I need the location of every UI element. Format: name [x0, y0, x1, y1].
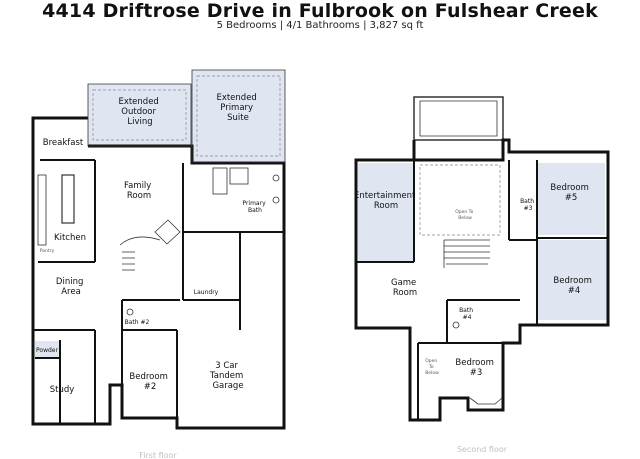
label-kitchen: Kitchen [54, 233, 86, 243]
label-open-to-below-bottom: Open To Below [425, 358, 439, 376]
label-entertainment-room: Entertainment Room [354, 191, 418, 211]
first-floor-stairs [119, 236, 161, 271]
label-bedroom3: Bedroom #3 [455, 358, 496, 378]
first-floor-inner-walls [33, 159, 284, 424]
second-floor-outer-wall [354, 138, 610, 422]
label-study: Study [50, 385, 75, 395]
page-title: 4414 Driftrose Drive in Fulbrook on Fuls… [42, 0, 598, 22]
label-bath4: Bath #4 [459, 307, 475, 321]
label-game-room: Game Room [391, 278, 419, 298]
label-dining-area: Dining Area [56, 277, 86, 297]
toilet [126, 308, 134, 316]
kitchen-counter [37, 174, 47, 246]
shower [229, 167, 249, 185]
label-bedroom5: Bedroom #5 [550, 183, 591, 203]
primary-suite-outline [191, 69, 286, 163]
open-to-below-area [419, 164, 501, 236]
powder-area [35, 341, 60, 359]
outdoor-living-dash [92, 89, 187, 141]
label-bath2: Bath #2 [125, 319, 150, 326]
outdoor-living-outline [87, 83, 192, 147]
fireplace [154, 219, 181, 245]
label-breakfast: Breakfast [43, 138, 84, 148]
label-extended-outdoor-living: Extended Outdoor Living [118, 97, 161, 127]
kitchen-island [61, 174, 75, 224]
label-primary-bath: Primary Bath [242, 200, 267, 214]
sink-2 [272, 196, 280, 204]
label-pantry: Pantry [40, 248, 55, 254]
balcony-inner [419, 100, 498, 137]
label-bedroom4: Bedroom #4 [553, 276, 594, 296]
sink-1 [272, 174, 280, 182]
extended-primary-suite-area [192, 70, 285, 162]
label-family-room: Family Room [124, 181, 154, 201]
entertainment-room-area [358, 163, 413, 261]
label-powder: Powder [36, 347, 58, 354]
second-floor-inner-walls [356, 160, 608, 420]
second-floor-plan: Entertainment Room Open To Below Bath #3… [354, 96, 610, 454]
primary-suite-dash [196, 75, 281, 157]
second-floor-balcony [413, 96, 504, 141]
label-open-to-below-top: Open To Below [455, 209, 475, 221]
first-floor-plan: Extended Outdoor Living Extended Primary… [31, 69, 286, 459]
bath-tub [212, 167, 228, 195]
bedroom3-bay [469, 397, 503, 405]
label-laundry: Laundry [194, 289, 219, 296]
label-bedroom2: Bedroom #2 [129, 372, 170, 392]
label-bath3: Bath #3 [520, 198, 536, 212]
first-floor-outer-wall [31, 116, 286, 430]
first-floor-label: First floor [139, 451, 177, 459]
second-floor-label: Second floor [457, 445, 508, 454]
bedroom4-area [537, 240, 608, 320]
bedroom5-area [537, 163, 605, 235]
label-garage: 3 Car Tandem Garage [209, 361, 246, 391]
second-floor-stairs [443, 239, 490, 268]
label-extended-primary-suite: Extended Primary Suite [216, 93, 259, 123]
extended-outdoor-living-area [88, 84, 191, 146]
toilet-2f [452, 321, 460, 329]
page-subtitle: 5 Bedrooms | 4/1 Bathrooms | 3,827 sq ft [216, 20, 424, 31]
